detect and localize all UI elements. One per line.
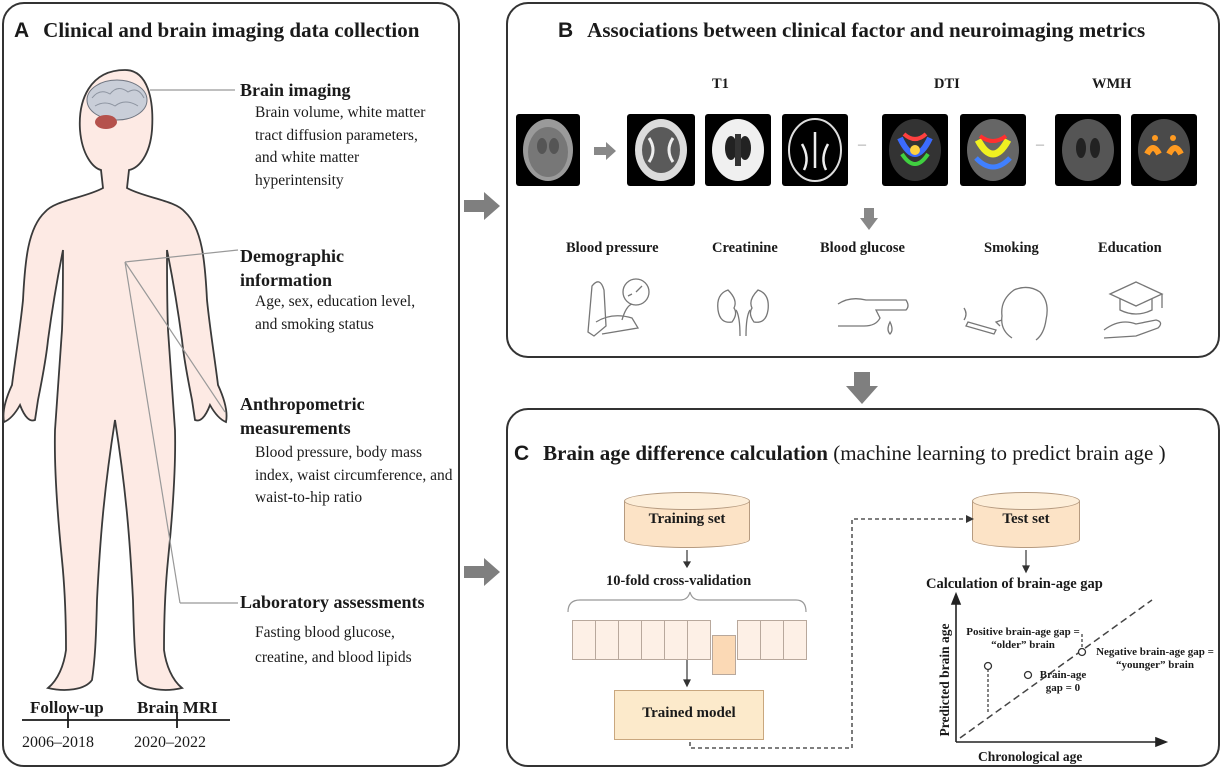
panel-a-header: A Clinical and brain imaging data collect… (14, 18, 419, 43)
mri-t1-gray-image (627, 114, 695, 186)
training-set-cylinder: Training set (624, 492, 750, 548)
panel-a-title: Clinical and brain imaging data collecti… (43, 18, 420, 42)
mri-dti-tract-image (960, 114, 1026, 186)
mri-dti-fa-image (882, 114, 948, 186)
mri-wmh-flair-image (1055, 114, 1121, 186)
mri-t1-csf-image (782, 114, 848, 186)
cv-fold (618, 620, 642, 660)
negative-gap-point (1077, 647, 1087, 657)
trained-model-label: Trained model (642, 705, 736, 721)
identity-line (959, 599, 1153, 739)
training-set-label: Training set (648, 511, 726, 527)
laboratory-body: Fasting blood glucose, creatine, and blo… (255, 624, 412, 666)
cv-fold (595, 620, 619, 660)
anthropometric-body: Blood pressure, body mass index, waist c… (255, 444, 453, 506)
trained-model-box (614, 690, 764, 740)
factor-blood-glucose-label: Blood glucose (820, 240, 905, 256)
factor-blood-pressure-label: Blood pressure (566, 240, 659, 256)
cv-fold (783, 620, 807, 660)
cv-fold (664, 620, 688, 660)
panel-b-letter: B (558, 19, 574, 42)
gap-title: Calculation of brain-age gap (926, 576, 1103, 592)
smoking-icon (963, 286, 1048, 341)
panel-c-title: Brain age difference calculation (543, 441, 828, 465)
mri-raw-image (516, 114, 580, 186)
blood-pressure-icon (587, 278, 650, 337)
arrow-a-to-c-icon (464, 558, 500, 586)
anthropometric-title: Anthropometric measurements (240, 394, 365, 438)
arrow-b-to-c-icon (846, 372, 878, 404)
panel-c-subtitle: (machine learning to predict brain age ) (833, 441, 1166, 465)
panel-b-title: Associations between clinical factor and… (587, 18, 1146, 42)
test-set-label: Test set (1002, 511, 1050, 527)
cv-fold (572, 620, 596, 660)
positive-gap-point (983, 661, 993, 671)
zero-gap-label: Brain-age gap = 0 (1039, 669, 1087, 694)
test-set-cylinder: Test set (972, 492, 1080, 548)
body-silhouette (2, 69, 228, 691)
timeline-year-followup: 2006–2018 (22, 734, 94, 751)
cv-fold-validation (712, 635, 736, 675)
cv-fold (760, 620, 784, 660)
laboratory-title: Laboratory assessments (240, 592, 425, 612)
zero-gap-point (1023, 670, 1033, 680)
timeline-label-mri: Brain MRI (137, 698, 218, 717)
panel-b-header: B Associations between clinical factor an… (558, 18, 1145, 43)
cv-label: 10-fold cross-validation (606, 573, 752, 589)
brain-age-plot (950, 591, 1169, 748)
x-axis-label: Chronological age (978, 749, 1083, 764)
factor-smoking-label: Smoking (984, 240, 1039, 256)
factor-creatinine-label: Creatinine (712, 240, 778, 256)
mri-process-arrow-icon (594, 142, 616, 160)
mri-down-arrow-icon (860, 208, 878, 230)
cerebellum-shape (95, 115, 117, 129)
y-axis-label: Predicted brain age (937, 623, 952, 737)
separator-dash-1: – (858, 136, 866, 153)
brain-imaging-title: Brain imaging (240, 80, 351, 100)
cv-fold (737, 620, 761, 660)
separator-dash-2: – (1036, 136, 1044, 153)
mri-wmh-lesion-image (1131, 114, 1197, 186)
demographic-title: Demographic information (240, 246, 344, 290)
factor-education-label: Education (1098, 240, 1162, 256)
timeline-year-mri: 2020–2022 (134, 734, 206, 751)
demographic-body: Age, sex, education level, and smoking s… (255, 293, 416, 333)
modality-wmh-label: WMH (1092, 76, 1132, 92)
negative-gap-label: Negative brain-age gap = “younger” brain (1096, 646, 1214, 671)
human-body-illustration (2, 69, 239, 728)
kidney-icon (717, 289, 769, 337)
brain-imaging-body: Brain volume, white matter tract diffusi… (255, 104, 426, 189)
blood-glucose-icon (837, 298, 909, 335)
arrow-a-to-b-icon (464, 192, 500, 220)
modality-dti-label: DTI (934, 76, 960, 92)
positive-gap-label: Positive brain-age gap = “older” brain (966, 626, 1080, 651)
panel-c-letter: C (514, 442, 530, 465)
panel-a-letter: A (14, 19, 30, 42)
mri-t1-white-image (705, 114, 771, 186)
cv-fold (687, 620, 711, 660)
cv-fold (641, 620, 665, 660)
panel-c-header: C Brain age difference calculation (machi… (514, 441, 1166, 466)
modality-t1-label: T1 (712, 76, 729, 92)
timeline-label-followup: Follow-up (30, 698, 104, 717)
education-icon (1103, 281, 1164, 339)
